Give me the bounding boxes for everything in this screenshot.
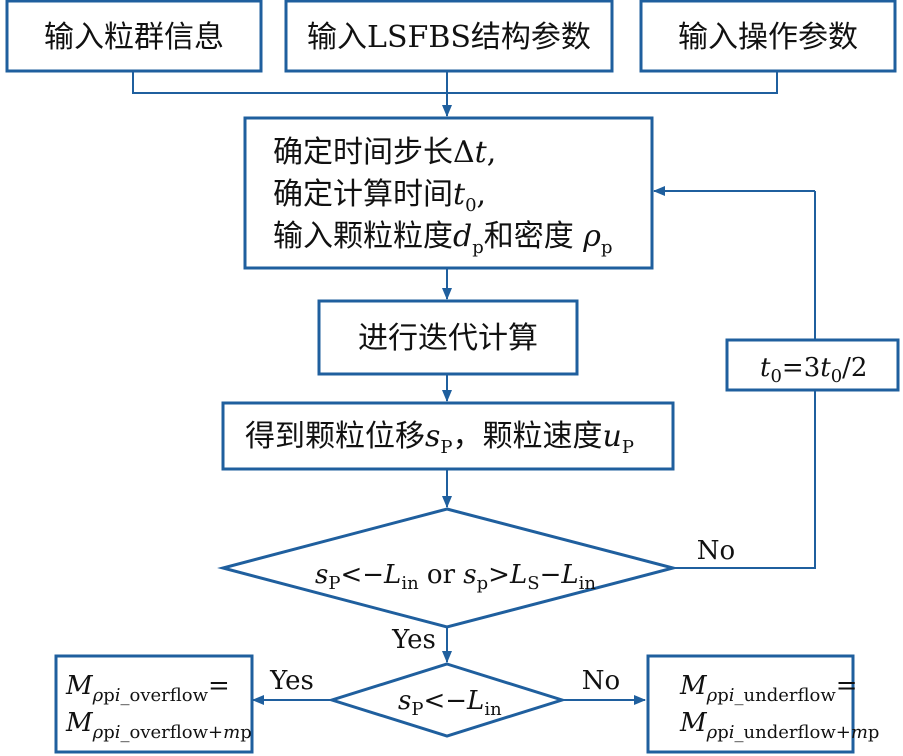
time-update-label: t0=3t0/2 bbox=[760, 353, 867, 387]
input-particle-info-label: 输入粒群信息 bbox=[44, 20, 224, 55]
underflow-line-1: Mρpi_underflow= bbox=[679, 671, 858, 706]
no-label-right: No bbox=[582, 666, 620, 696]
underflow-line-2: Mρpi_underflow+mp bbox=[679, 708, 879, 743]
iterate-box bbox=[317, 299, 579, 376]
input-lsfbs-params-label: 输入LSFBS结构参数 bbox=[307, 20, 591, 55]
decision-below-inlet bbox=[326, 662, 568, 738]
decision-out-of-range-condition: sP<−Lin or sp>LS−Lin bbox=[315, 560, 596, 594]
input-merge-line bbox=[132, 71, 778, 94]
iterate-label: 进行迭代计算 bbox=[358, 321, 538, 356]
underflow-box bbox=[646, 654, 855, 754]
setup-line-3: 输入颗粒粒度dp和密度 ρp bbox=[273, 219, 612, 258]
no-label-loop: No bbox=[697, 536, 735, 566]
connectors bbox=[132, 71, 816, 705]
decision-out-of-range bbox=[217, 507, 679, 629]
input-particle-info-box bbox=[5, 0, 263, 73]
setup-line-1: 确定时间步长Δt, bbox=[273, 135, 496, 170]
input-lsfbs-params-box bbox=[284, 0, 614, 73]
time-update-box bbox=[725, 338, 900, 392]
setup-box bbox=[243, 116, 654, 270]
result-box bbox=[221, 401, 675, 471]
loop-line-up bbox=[673, 390, 816, 569]
yes-label-left: Yes bbox=[269, 666, 314, 696]
yes-label-down: Yes bbox=[391, 625, 436, 655]
decision-below-inlet-condition: sP<−Lin bbox=[398, 686, 502, 720]
overflow-line-1: Mρpi_overflow= bbox=[65, 671, 230, 706]
setup-line-2: 确定计算时间t0, bbox=[273, 177, 486, 216]
overflow-line-2: Mρpi_overflow+mp bbox=[65, 708, 252, 743]
input-operation-params-box bbox=[639, 0, 897, 73]
result-label: 得到颗粒位移sP，颗粒速度uP bbox=[245, 419, 634, 458]
input-operation-params-label: 输入操作参数 bbox=[678, 20, 858, 55]
overflow-box bbox=[54, 654, 254, 754]
